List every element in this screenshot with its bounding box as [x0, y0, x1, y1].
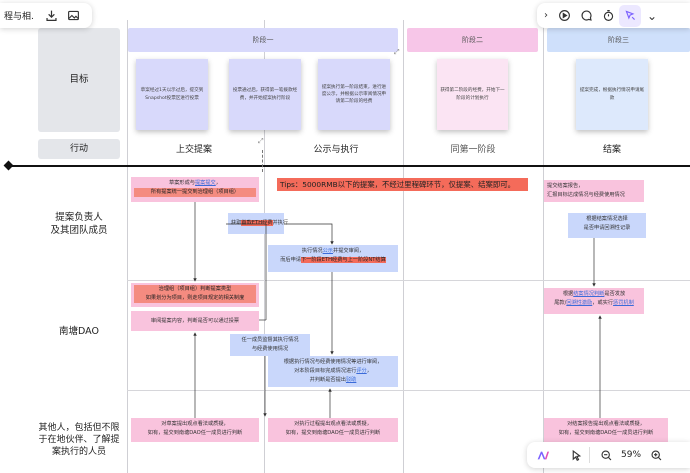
- note-others-closing[interactable]: 对结案报告提出观点看法或质疑， 如有，提交到南塘DAO任一成员进行判断: [544, 418, 668, 442]
- closing-judge-link[interactable]: 结案情况判断: [573, 291, 605, 297]
- column-label-submit: 上交提案: [175, 144, 212, 155]
- publish-link[interactable]: 公示: [322, 248, 333, 254]
- column-divider: [264, 20, 265, 473]
- toolbar-divider: [589, 447, 590, 463]
- column-divider: [403, 20, 404, 473]
- zoom-out-icon[interactable]: [595, 444, 617, 466]
- timeline-line: [8, 165, 690, 167]
- row-divider: [127, 280, 690, 281]
- goal-sticky-5[interactable]: 提案完成，根据执行情况申请尾款: [576, 59, 648, 130]
- row-label-others: 其他人，包括但不限于在地伙伴、了解提案执行的人员: [38, 422, 120, 458]
- top-left-toolbar: 程与相...: [0, 3, 92, 28]
- note-review-score[interactable]: 根据执行情况与经费使用情况等进行审阅， 对本阶段目标完成情况进行评分， 并判断是…: [268, 356, 398, 387]
- collapse-chevron-icon[interactable]: ›: [544, 10, 548, 21]
- more-icon[interactable]: ⌄: [646, 8, 658, 23]
- document-title[interactable]: 程与相...: [4, 12, 34, 22]
- row-label-goal: 目标: [38, 28, 120, 132]
- phase-three-band[interactable]: 阶段三: [547, 28, 690, 52]
- penalty-link[interactable]: 惩罚机制: [613, 299, 634, 306]
- retro-incentive-link[interactable]: 回溯性激励: [566, 299, 593, 306]
- bottom-toolbar: 59%: [527, 442, 690, 468]
- dashed-divider: [262, 150, 263, 172]
- image-icon[interactable]: [62, 5, 84, 27]
- arrow-review-up: [226, 223, 267, 320]
- column-label-close: 结案: [602, 144, 621, 155]
- goal-sticky-4[interactable]: 获得第二阶段的经费，开始下一阶段的计划执行: [437, 59, 508, 130]
- export-icon[interactable]: [40, 5, 62, 27]
- column-divider: [127, 20, 128, 473]
- phase-two-band[interactable]: 阶段二: [407, 28, 538, 52]
- goal-sticky-2[interactable]: 投票通过后，获得第一笔拨款经费，并开始提案执行阶段: [229, 59, 301, 130]
- laser-pointer-icon[interactable]: [619, 4, 641, 27]
- comment-icon[interactable]: [575, 5, 597, 27]
- phase-three-label: 阶段三: [608, 36, 629, 44]
- connector-handle-icon[interactable]: ⤢: [258, 137, 264, 145]
- note-first-funding[interactable]: 获取首款ETH经费并执行: [228, 213, 288, 234]
- column-label-same-as-phase-one: 同第一阶段: [450, 144, 496, 155]
- top-right-toolbar: › ⌄: [537, 3, 690, 28]
- note-judge-type[interactable]: 治理组（项目组）判断提案类型 如果划分为项目，则走项目规定的相关制度: [131, 283, 259, 307]
- note-final-payment[interactable]: 根据结案情况判断是否发放 尾款/回溯性激励，或实行惩罚机制: [544, 288, 644, 314]
- play-icon[interactable]: [553, 5, 575, 27]
- reject-link[interactable]: 驳助: [345, 376, 357, 383]
- phase-one-label: 阶段一: [252, 36, 274, 44]
- timer-icon[interactable]: [597, 5, 619, 27]
- score-link[interactable]: 评分: [356, 367, 367, 374]
- note-supervise[interactable]: 任一成员监督其执行情况 与经费使用情况: [230, 334, 310, 356]
- goal-sticky-3[interactable]: 提案执行第一阶段结束，进行进度公示，并根据公示审阅情况申请第二阶段的经费: [318, 59, 390, 130]
- note-proposal-submit[interactable]: 草案形成与提案提交， 所有提案统一提交到治理组（项目组）: [131, 177, 259, 202]
- column-divider: [543, 20, 544, 473]
- note-review-proposal[interactable]: 审阅提案内容，判断是否可以通过投票: [131, 311, 259, 331]
- note-retro-record[interactable]: 根据结案情况选择 是否申请回溯性记录: [568, 213, 646, 238]
- proposal-submit-link[interactable]: 提案提交: [194, 180, 216, 186]
- note-closing-report[interactable]: 提交结案报告， 汇报目标达成情况与经费使用情况: [544, 180, 644, 202]
- row-divider: [127, 390, 690, 391]
- note-publish-and-apply[interactable]: 执行情况公示并提交审阅， 而后申请下一阶段ETH经费与上一阶段NT结算: [268, 245, 398, 272]
- zoom-level[interactable]: 59%: [621, 450, 642, 460]
- tips-banner[interactable]: Tips：5000RMB以下的提案，不经过里程碑环节，仅提案、结案即可。: [277, 178, 528, 191]
- row-label-action: 行动: [38, 139, 120, 159]
- phase-two-label: 阶段二: [462, 36, 483, 44]
- note-others-draft[interactable]: 对草案提出观点看法或质疑， 如有，提交到南塘DAO任一成员进行判断: [131, 418, 259, 442]
- arrow-funding-to-publish: [284, 223, 334, 245]
- select-cursor-icon[interactable]: [565, 444, 587, 466]
- goal-sticky-1[interactable]: 草案经过1天以示过后，提交到Snapshot投票区进行投票: [136, 59, 208, 130]
- zoom-in-icon[interactable]: [645, 444, 667, 466]
- row-label-dao: 南塘DAO: [59, 325, 99, 337]
- row-label-proposer: 提案负责人 及其团队成员: [50, 212, 108, 236]
- phase-one-band[interactable]: 阶段一: [128, 28, 398, 52]
- column-label-publish: 公示与执行: [313, 144, 359, 155]
- note-others-execution[interactable]: 对执行过程提出观点看法或质疑， 如有，提交到南塘DAO任一成员进行判断: [268, 418, 398, 442]
- connector-handle-icon[interactable]: ⤢: [394, 48, 400, 56]
- ai-assistant-icon[interactable]: [531, 444, 555, 466]
